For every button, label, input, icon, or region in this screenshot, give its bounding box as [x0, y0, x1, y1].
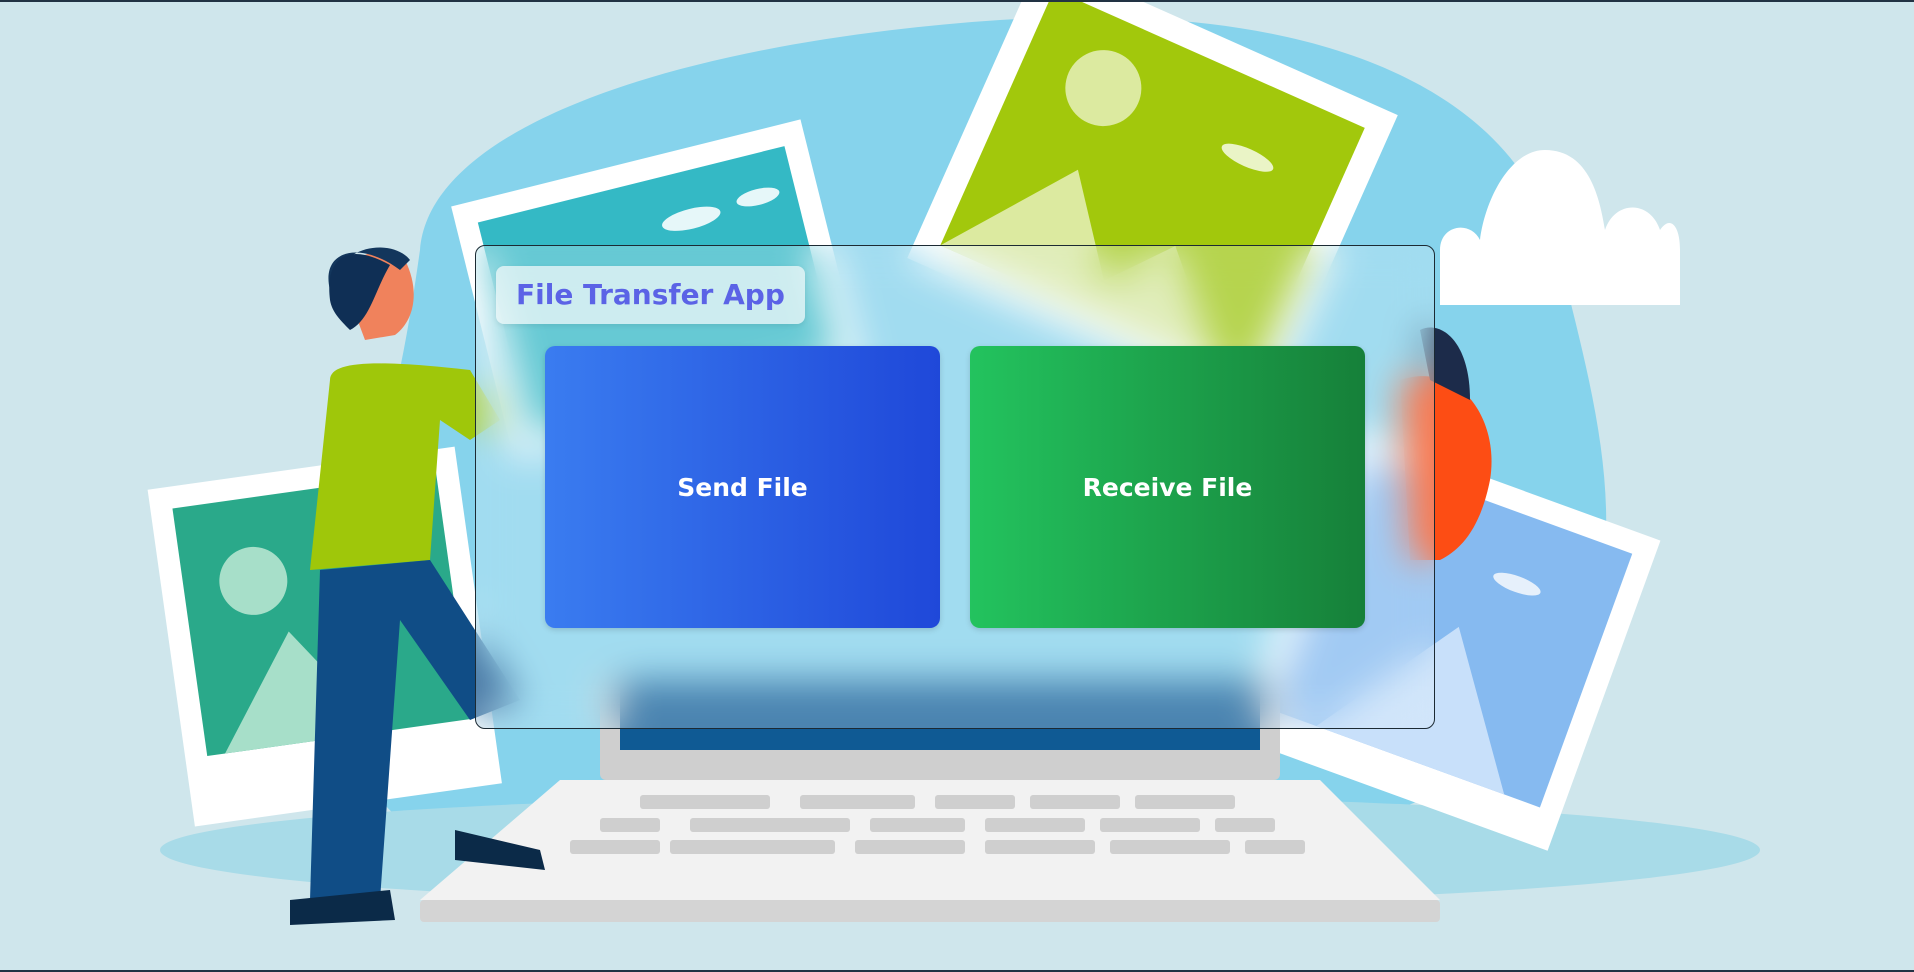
- send-file-label: Send File: [677, 472, 808, 502]
- receive-file-button[interactable]: Receive File: [970, 346, 1365, 628]
- cloud-shape: [1440, 150, 1680, 305]
- receive-file-label: Receive File: [1082, 472, 1253, 502]
- main-panel: File Transfer App Send File Receive File: [475, 245, 1435, 729]
- app-title: File Transfer App: [496, 266, 805, 324]
- send-file-button[interactable]: Send File: [545, 346, 940, 628]
- person-left: [290, 247, 545, 925]
